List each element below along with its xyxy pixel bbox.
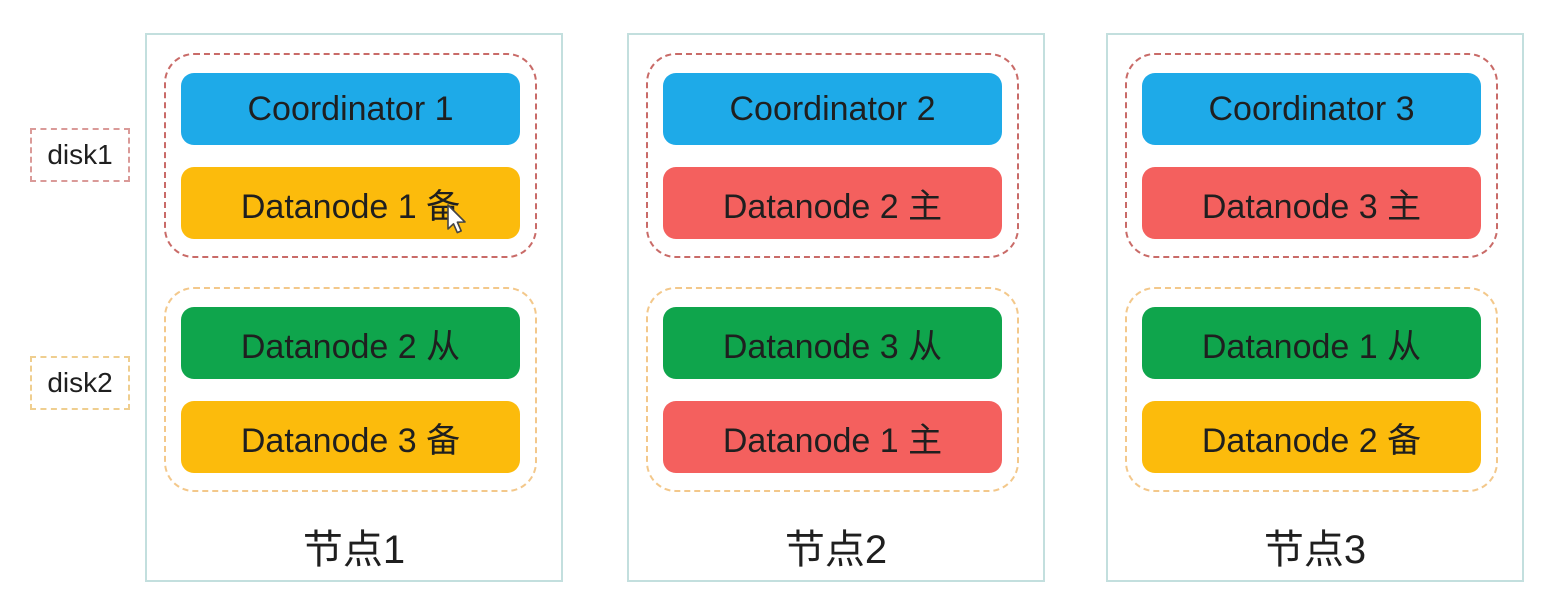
node-3-datanode-standby-box: Datanode 2 备	[1142, 401, 1481, 473]
node-3-container: Coordinator 3 Datanode 3 主 Datanode 1 从 …	[1106, 33, 1524, 582]
node-1-datanode-standby2-box: Datanode 3 备	[181, 401, 520, 473]
node-2-coordinator-box: Coordinator 2	[663, 73, 1002, 145]
node-3-label: 节点3	[1263, 528, 1367, 572]
node-3-datanode-slave-box: Datanode 1 从	[1142, 307, 1481, 379]
node-2-datanode-primary-box: Datanode 2 主	[663, 167, 1002, 239]
node-1-disk1-group: Coordinator 1 Datanode 1 备	[164, 53, 537, 258]
node-1-container: Coordinator 1 Datanode 1 备 Datanode 2 从 …	[145, 33, 563, 582]
disk2-label: disk2	[47, 367, 113, 398]
node-2-container: Coordinator 2 Datanode 2 主 Datanode 3 从 …	[627, 33, 1045, 582]
node-3-coordinator-box: Coordinator 3	[1142, 73, 1481, 145]
node-2-label: 节点2	[784, 528, 888, 572]
node-1-label: 节点1	[302, 528, 406, 572]
node-1-datanode-standby-box: Datanode 1 备	[181, 167, 520, 239]
node-2-datanode-primary2-box: Datanode 1 主	[663, 401, 1002, 473]
disk1-label: disk1	[47, 139, 113, 170]
node-3-disk1-group: Coordinator 3 Datanode 3 主	[1125, 53, 1498, 258]
node-2-disk2-group: Datanode 3 从 Datanode 1 主	[646, 287, 1019, 492]
node-1-coordinator-box: Coordinator 1	[181, 73, 520, 145]
node-2-disk1-group: Coordinator 2 Datanode 2 主	[646, 53, 1019, 258]
disk2-label-box: disk2	[30, 356, 130, 410]
node-1-datanode-slave-box: Datanode 2 从	[181, 307, 520, 379]
node-2-datanode-slave-box: Datanode 3 从	[663, 307, 1002, 379]
node-3-datanode-primary-box: Datanode 3 主	[1142, 167, 1481, 239]
node-3-disk2-group: Datanode 1 从 Datanode 2 备	[1125, 287, 1498, 492]
node-1-disk2-group: Datanode 2 从 Datanode 3 备	[164, 287, 537, 492]
disk1-label-box: disk1	[30, 128, 130, 182]
